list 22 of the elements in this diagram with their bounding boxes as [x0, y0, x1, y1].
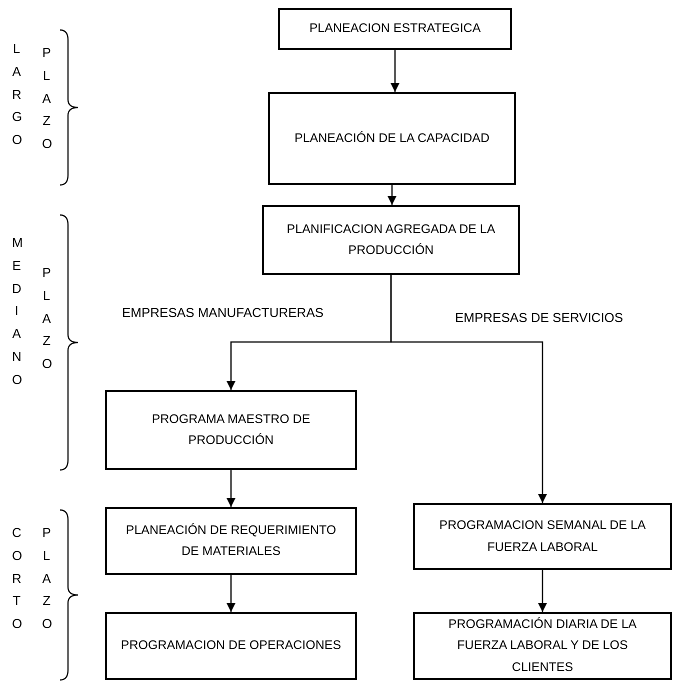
arrow — [387, 185, 397, 205]
process-box: PROGRAMACION SEMANAL DE LA FUERZA LABORAL — [413, 503, 672, 570]
process-box: PROGRAMA MAESTRO DE PRODUCCIÓN — [105, 390, 357, 470]
branch-label: EMPRESAS DE SERVICIOS — [455, 309, 624, 327]
vertical-label: CORTO — [12, 524, 22, 633]
arrow — [538, 570, 548, 612]
arrow — [390, 275, 548, 503]
process-box: PLANIFICACION AGREGADA DE LA PRODUCCIÓN — [262, 205, 520, 275]
vertical-label: LARGO — [12, 40, 22, 149]
vertical-label: PLAZO — [42, 524, 52, 633]
arrow — [390, 50, 400, 92]
vertical-label: PLAZO — [42, 264, 52, 373]
process-box: PLANEACION ESTRATEGICA — [278, 8, 512, 50]
arrow — [226, 575, 236, 612]
process-box: PROGRAMACIÓN DIARIA DE LA FUERZA LABORAL Y DE LOS CLIENTES — [413, 612, 672, 680]
vertical-label: PLAZO — [42, 44, 52, 153]
arrow — [226, 470, 236, 507]
process-box: PROGRAMACION DE OPERACIONES — [105, 612, 357, 680]
process-box: PLANEACIÓN DE REQUERIMIENTO DE MATERIALES — [105, 507, 357, 575]
branch-label: EMPRESAS MANUFACTURERAS — [122, 304, 324, 322]
process-box: PLANEACIÓN DE LA CAPACIDAD — [268, 92, 516, 185]
vertical-label: MEDIANO — [12, 234, 22, 388]
